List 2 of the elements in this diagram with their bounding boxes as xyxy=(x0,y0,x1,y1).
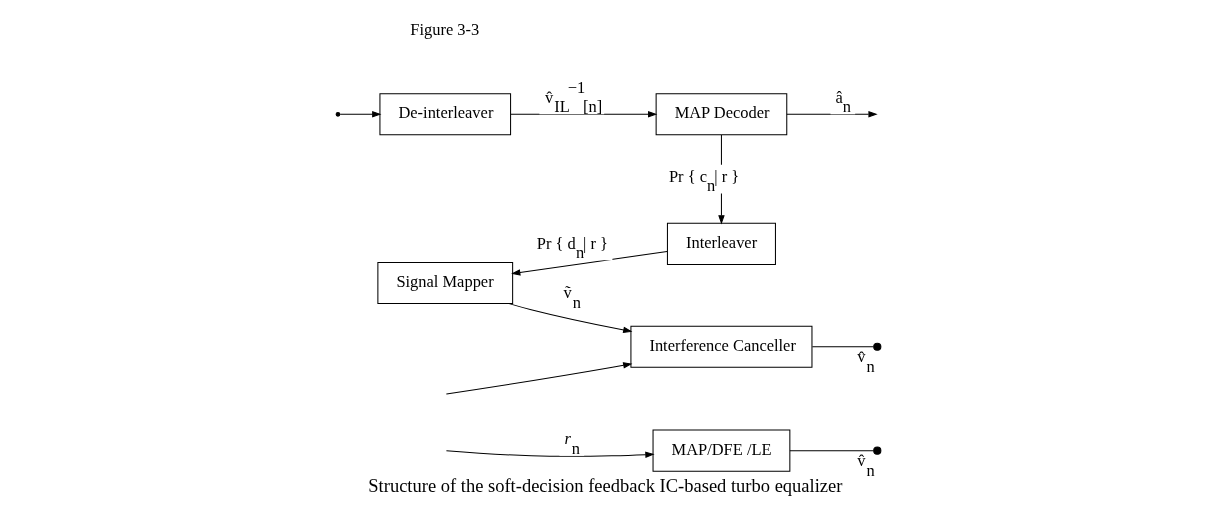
label: Figure 3-3 xyxy=(410,19,480,39)
caption: Structure of the soft-decision feedback IC-based turbo equalizer xyxy=(368,475,843,496)
